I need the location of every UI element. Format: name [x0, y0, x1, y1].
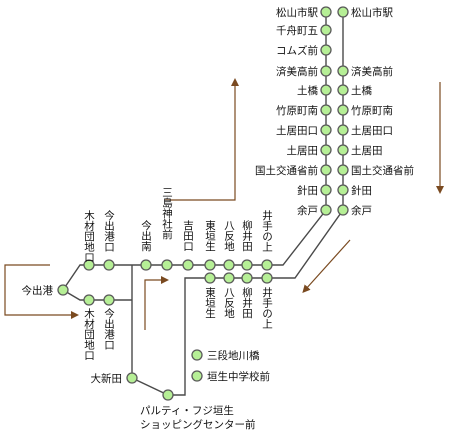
labels: 松山市駅 千舟町五 コムズ前 済美高前 土橋 竹原町南 土居田口 土居田 国土交…: [22, 6, 415, 431]
stop-doidaguchi-left[interactable]: [320, 124, 332, 136]
stop-yodo-right[interactable]: [337, 204, 349, 216]
label-doida-left: 土居田: [287, 144, 319, 157]
stop-imade-ko[interactable]: [57, 284, 69, 296]
stop-takeharamachi-minami-right[interactable]: [337, 104, 349, 116]
label-onitta: 大新田: [91, 372, 123, 385]
stop-imade-minami[interactable]: [140, 259, 152, 271]
label-imade-ko: 今出港: [22, 284, 54, 297]
stop-kizaidanchiguchi-upper[interactable]: [83, 259, 95, 271]
stop-ide-no-ue-lower[interactable]: [261, 272, 273, 284]
label-doidaguchi-left: 土居田口: [276, 124, 318, 137]
label-doidaguchi-right: 土居田口: [351, 124, 393, 137]
label-paruti-line2: ショッピングセンター前: [140, 418, 256, 431]
arrow-junction-icon: [144, 276, 169, 330]
label-senbunmachi-go: 千舟町五: [276, 24, 318, 37]
arrow-left-entry-icon: [4, 264, 79, 319]
stop-hattanji-upper[interactable]: [223, 259, 235, 271]
label-higashi-gaki-lower: 東垣生: [204, 286, 216, 318]
label-hattanji-lower: 八反地: [223, 287, 235, 319]
stop-yoshidaguchi[interactable]: [182, 259, 194, 271]
stop-onitta[interactable]: [126, 372, 138, 384]
label-doida-right: 土居田: [351, 144, 383, 157]
label-haritagi-left: 針田: [297, 184, 318, 197]
label-ide-no-ue-lower: 井手の上: [261, 286, 273, 329]
stop-imade-koguchi-lower[interactable]: [103, 294, 115, 306]
arrow-diagonal-icon: [302, 239, 351, 293]
stop-higashi-gaki-upper[interactable]: [204, 259, 216, 271]
label-mishima-jinja-mae: 三島神社前: [161, 187, 173, 240]
route-lines: [62, 12, 344, 396]
route-lower-row: [62, 289, 132, 301]
label-kizaidanchiguchi-lower: 木材団地口: [83, 308, 95, 361]
stop-hattanji-lower[interactable]: [223, 272, 235, 284]
label-kokudo-left: 国土交通省前: [255, 164, 318, 177]
stop-dobashi-left[interactable]: [320, 84, 332, 96]
stop-kizaidanchiguchi-lower[interactable]: [83, 294, 95, 306]
direction-arrows: [4, 78, 444, 330]
stop-yanagi-ida-upper[interactable]: [241, 259, 253, 271]
stop-comuzu-mae[interactable]: [320, 44, 332, 56]
label-hattanji-upper: 八反地: [223, 220, 235, 252]
route-right-trunk: [131, 12, 344, 396]
label-higashi-gaki-upper: 東垣生: [204, 219, 216, 251]
stop-doida-right[interactable]: [337, 144, 349, 156]
stop-takeharamachi-minami-left[interactable]: [320, 104, 332, 116]
stop-ide-no-ue-upper[interactable]: [261, 259, 273, 271]
label-gakio-chugakko-mae: 垣生中学校前: [207, 370, 270, 383]
label-imade-minami: 今出南: [140, 219, 152, 251]
label-saibi-koko-right: 済美高前: [351, 65, 393, 78]
label-ide-no-ue-upper: 井手の上: [261, 209, 273, 252]
stop-senbunmachi-go[interactable]: [320, 24, 332, 36]
stop-kokudo-left[interactable]: [320, 164, 332, 176]
stop-kokudo-right[interactable]: [337, 164, 349, 176]
stop-saibi-koko-left[interactable]: [320, 65, 332, 77]
label-imade-koguchi-upper: 今出港口: [103, 209, 115, 252]
stops: [57, 6, 349, 401]
stop-haritagi-right[interactable]: [337, 184, 349, 196]
stop-paruti[interactable]: [162, 389, 174, 401]
stop-haritagi-left[interactable]: [320, 184, 332, 196]
label-comuzu-mae: コムズ前: [276, 44, 318, 57]
label-dobashi-right: 土橋: [351, 84, 372, 97]
stop-yodo-left[interactable]: [320, 204, 332, 216]
label-takeharamachi-minami-left: 竹原町南: [276, 104, 318, 117]
label-yanagi-ida-lower: 柳井田: [241, 286, 253, 318]
label-yanagi-ida-upper: 柳井田: [241, 219, 253, 251]
label-imade-koguchi-lower: 今出港口: [103, 307, 115, 350]
stop-dobashi-right[interactable]: [337, 84, 349, 96]
route-left-trunk: [62, 12, 327, 291]
stop-doida-left[interactable]: [320, 144, 332, 156]
arrow-up-icon: [165, 78, 239, 201]
label-takeharamachi-minami-right: 竹原町南: [351, 104, 393, 117]
label-sandan-jikawa-bashi: 三段地川橋: [207, 349, 260, 362]
label-matsuyama-shi-eki-right: 松山市駅: [351, 6, 393, 19]
label-haritagi-right: 針田: [351, 184, 372, 197]
stop-gakio-chugakko-mae[interactable]: [191, 370, 203, 382]
label-matsuyama-shi-eki-left: 松山市駅: [276, 6, 318, 19]
label-dobashi-left: 土橋: [297, 84, 318, 97]
stop-sandan-jikawa-bashi[interactable]: [191, 349, 203, 361]
stop-imade-koguchi-upper[interactable]: [103, 259, 115, 271]
label-yoshidaguchi: 吉田口: [182, 220, 194, 252]
stop-matsuyama-shi-eki-right[interactable]: [337, 6, 349, 18]
stop-mishima-jinja-mae[interactable]: [161, 259, 173, 271]
stop-doidaguchi-right[interactable]: [337, 124, 349, 136]
stop-saibi-koko-right[interactable]: [337, 65, 349, 77]
label-paruti-line1: パルティ・フジ垣生: [140, 404, 234, 417]
label-kizaidanchiguchi-upper: 木材団地口: [83, 210, 95, 263]
label-yodo-left: 余戸: [297, 204, 318, 217]
stop-higashi-gaki-lower[interactable]: [204, 272, 216, 284]
stop-matsuyama-shi-eki-left[interactable]: [320, 6, 332, 18]
label-kokudo-right: 国土交通省前: [351, 164, 414, 177]
label-saibi-koko-left: 済美高前: [276, 65, 318, 78]
stop-yanagi-ida-lower[interactable]: [241, 272, 253, 284]
label-yodo-right: 余戸: [351, 204, 372, 217]
